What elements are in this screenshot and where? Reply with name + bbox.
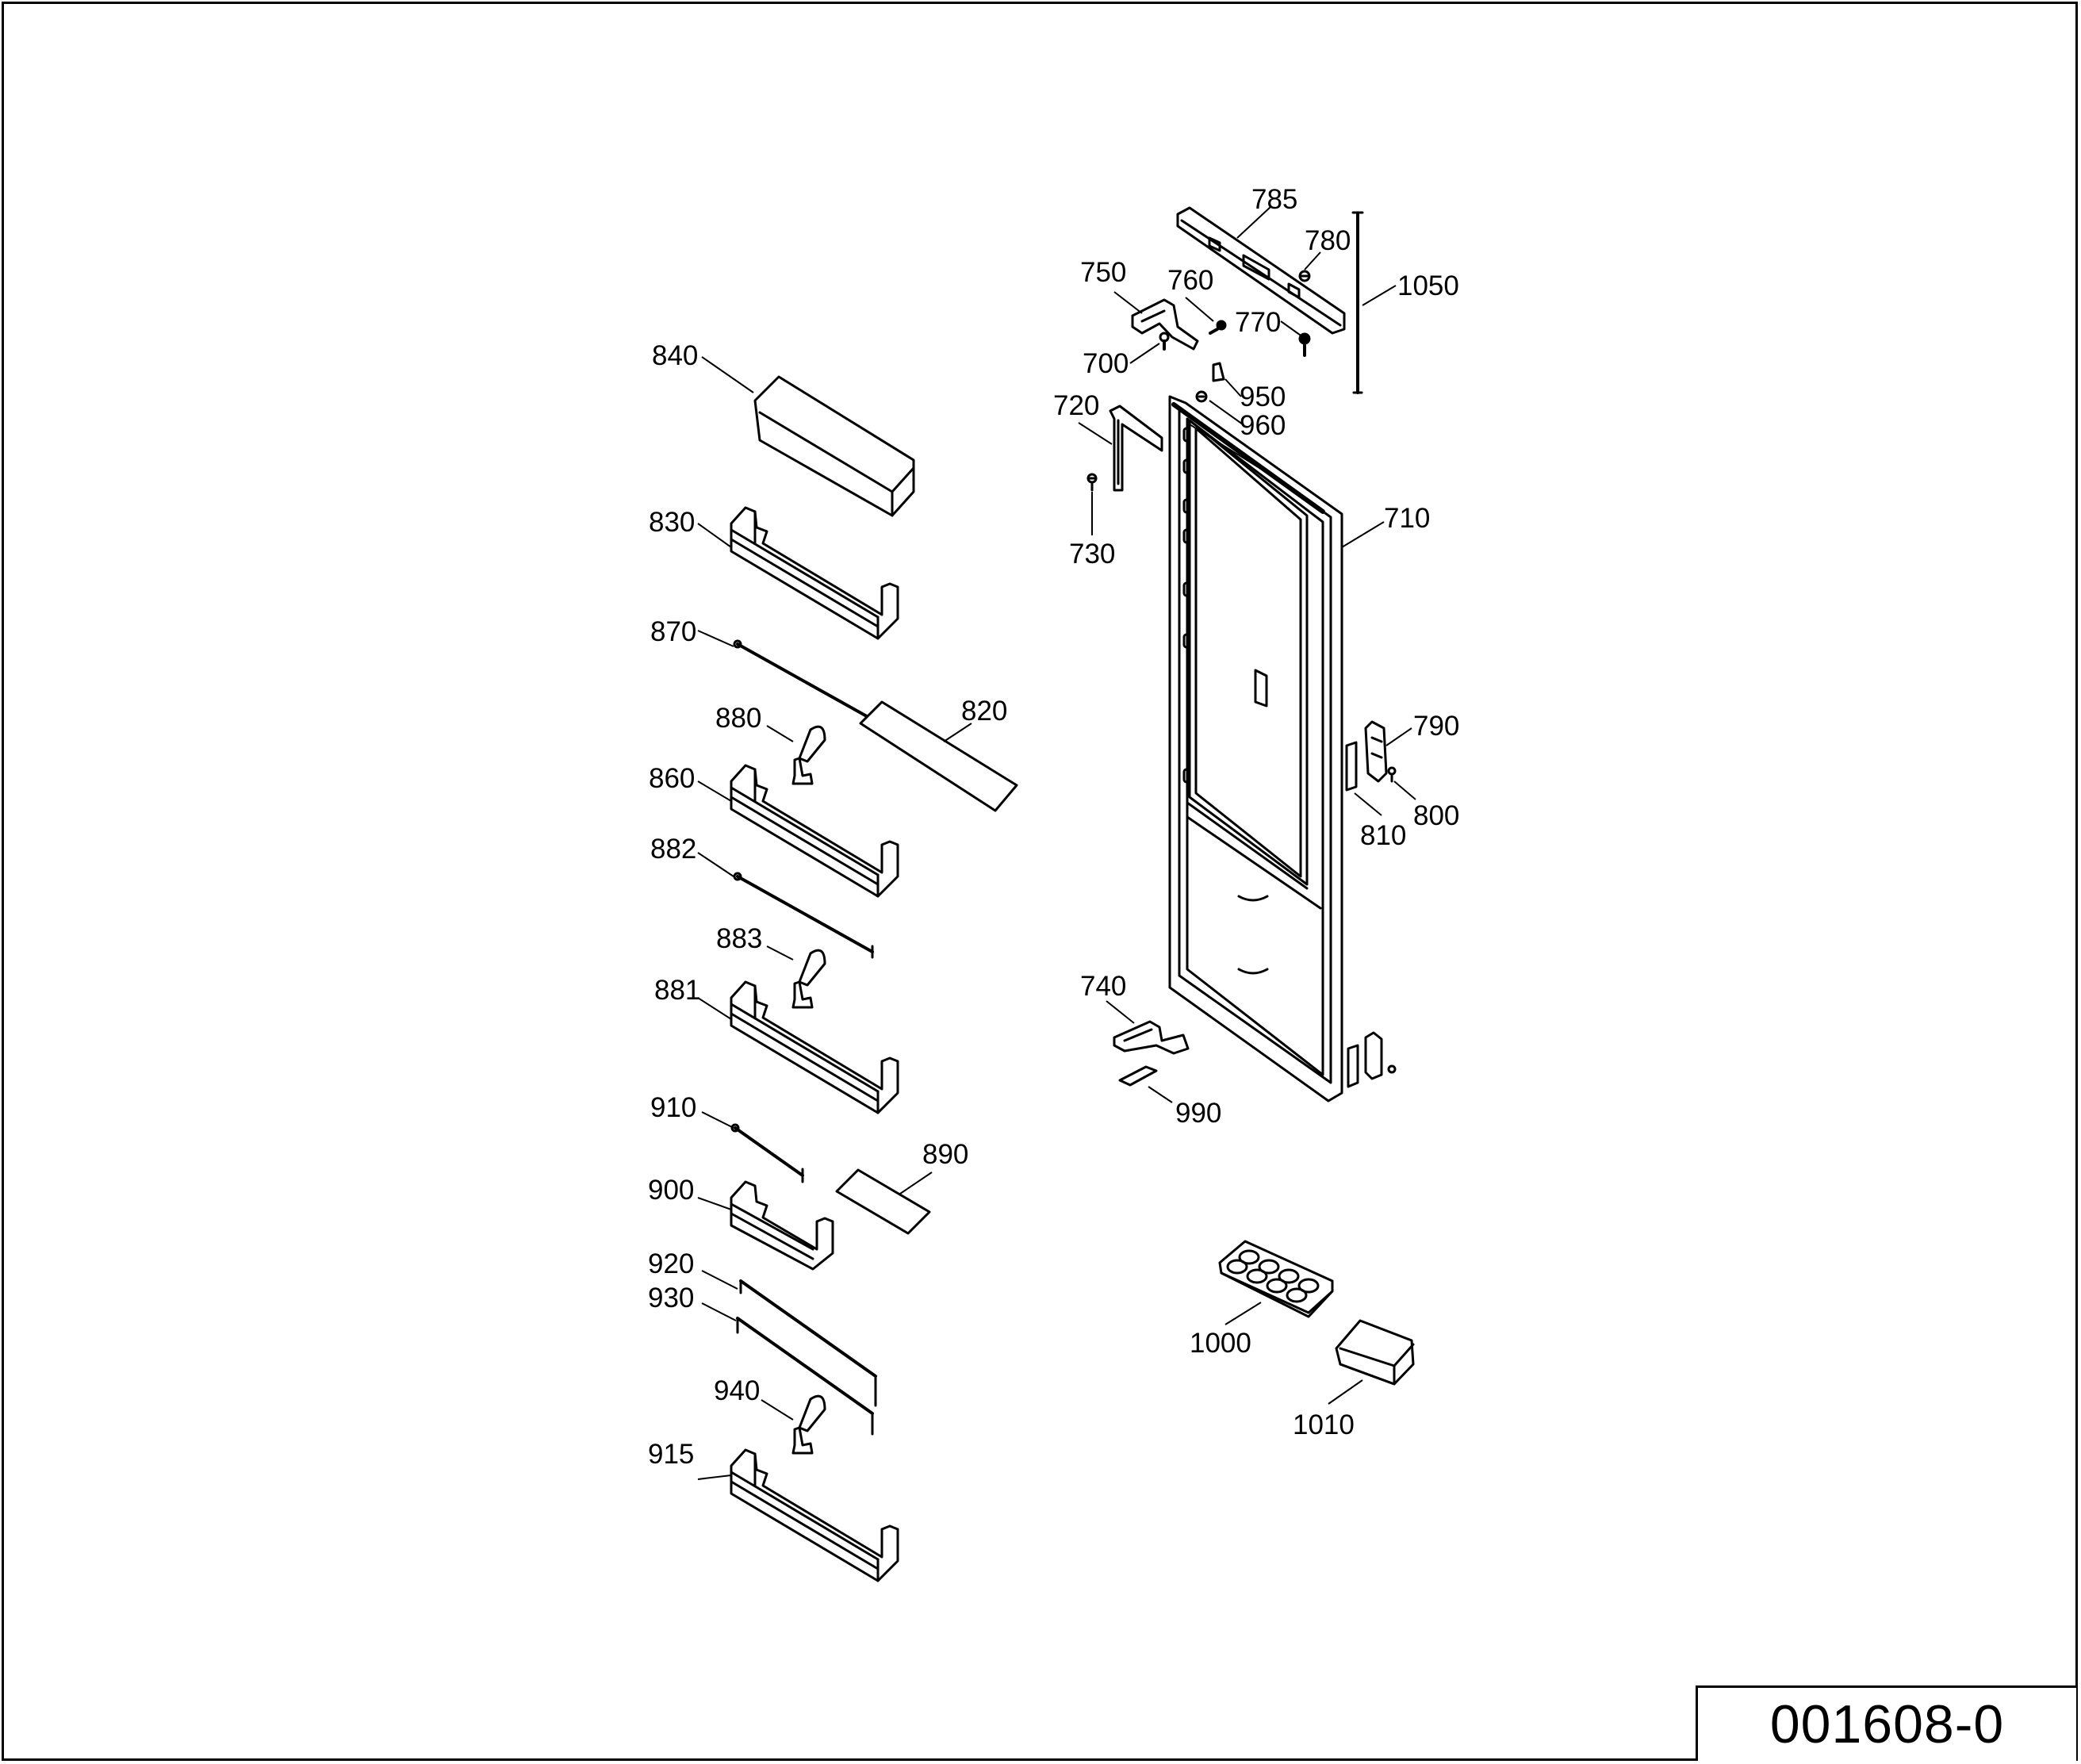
rod-1050 bbox=[1351, 211, 1364, 394]
part-label-750: 750 bbox=[1080, 257, 1126, 288]
document-number: 001608-0 bbox=[1769, 1694, 2005, 1754]
part-label-920: 920 bbox=[648, 1248, 694, 1279]
part-label-1000: 1000 bbox=[1190, 1328, 1251, 1359]
bracket-720 bbox=[1109, 405, 1163, 492]
part-label-840: 840 bbox=[652, 340, 698, 371]
rail-930 bbox=[736, 1317, 874, 1436]
butter-box-1010 bbox=[1335, 1319, 1415, 1386]
door-shelf-881 bbox=[730, 980, 899, 1114]
part-label-720: 720 bbox=[1053, 390, 1099, 421]
part-label-760: 760 bbox=[1167, 265, 1213, 296]
shelf-divider-890 bbox=[835, 1168, 931, 1235]
rod-910 bbox=[730, 1123, 804, 1183]
part-label-810: 810 bbox=[1360, 820, 1406, 851]
lower-latch bbox=[1347, 1031, 1397, 1088]
part-label-880: 880 bbox=[715, 703, 761, 734]
screw-700 bbox=[1159, 332, 1170, 351]
shelf-divider-820 bbox=[859, 700, 1018, 812]
part-label-790: 790 bbox=[1413, 711, 1459, 742]
door-shelf-830 bbox=[730, 506, 899, 640]
dairy-compartment-840 bbox=[753, 375, 915, 517]
part-label-990: 990 bbox=[1175, 1098, 1221, 1129]
bottle-clip-883 bbox=[791, 949, 826, 1009]
part-label-785: 785 bbox=[1251, 184, 1297, 215]
part-label-800: 800 bbox=[1413, 800, 1459, 831]
screw-780 bbox=[1298, 270, 1311, 282]
screw-960 bbox=[1195, 390, 1208, 403]
small-shelf-900 bbox=[730, 1180, 834, 1271]
part-label-960: 960 bbox=[1240, 410, 1286, 441]
leader-lines bbox=[697, 205, 1416, 1480]
part-label-710: 710 bbox=[1384, 503, 1430, 534]
hinge-740 bbox=[1113, 1020, 1190, 1055]
part-label-890: 890 bbox=[922, 1139, 968, 1170]
part-label-830: 830 bbox=[649, 507, 695, 538]
part-label-740: 740 bbox=[1080, 971, 1126, 1002]
shim-990 bbox=[1118, 1065, 1158, 1087]
hinge-750 bbox=[1131, 298, 1199, 351]
part-label-860: 860 bbox=[649, 763, 695, 794]
part-label-1010: 1010 bbox=[1293, 1409, 1355, 1440]
cover-810 bbox=[1345, 741, 1358, 792]
screw-800 bbox=[1387, 766, 1397, 783]
part-label-900: 900 bbox=[648, 1175, 694, 1206]
bottle-clip-940 bbox=[791, 1394, 826, 1455]
screw-770 bbox=[1298, 332, 1311, 357]
part-950 bbox=[1212, 362, 1225, 382]
part-label-780: 780 bbox=[1305, 225, 1351, 256]
door-shelf-915 bbox=[730, 1448, 899, 1582]
document-number-box: 001608-0 bbox=[1696, 1685, 2076, 1761]
part-labels: 785 780 1050 750 760 770 700 950 960 720… bbox=[648, 184, 1459, 1470]
part-label-950: 950 bbox=[1240, 382, 1286, 412]
bottle-clip-880 bbox=[791, 725, 826, 785]
part-label-700: 700 bbox=[1083, 348, 1129, 379]
latch-790 bbox=[1364, 720, 1388, 783]
door-frame-710 bbox=[1168, 395, 1343, 1102]
part-label-915: 915 bbox=[648, 1439, 694, 1470]
part-label-930: 930 bbox=[648, 1283, 694, 1313]
part-label-883: 883 bbox=[716, 923, 762, 954]
part-label-1050: 1050 bbox=[1397, 270, 1459, 301]
screw-730 bbox=[1086, 473, 1098, 492]
part-label-882: 882 bbox=[650, 834, 696, 865]
screw-760 bbox=[1209, 320, 1227, 335]
door-shelf-860 bbox=[730, 764, 899, 898]
part-label-940: 940 bbox=[714, 1375, 760, 1406]
part-label-910: 910 bbox=[650, 1092, 696, 1123]
top-hinge-bracket-785 bbox=[1176, 206, 1346, 335]
part-label-770: 770 bbox=[1235, 307, 1281, 338]
egg-tray-1000 bbox=[1218, 1240, 1334, 1318]
part-label-820: 820 bbox=[961, 696, 1007, 727]
rail-920 bbox=[739, 1279, 877, 1407]
part-label-870: 870 bbox=[650, 616, 696, 647]
part-label-730: 730 bbox=[1069, 539, 1115, 569]
part-label-881: 881 bbox=[654, 975, 700, 1006]
